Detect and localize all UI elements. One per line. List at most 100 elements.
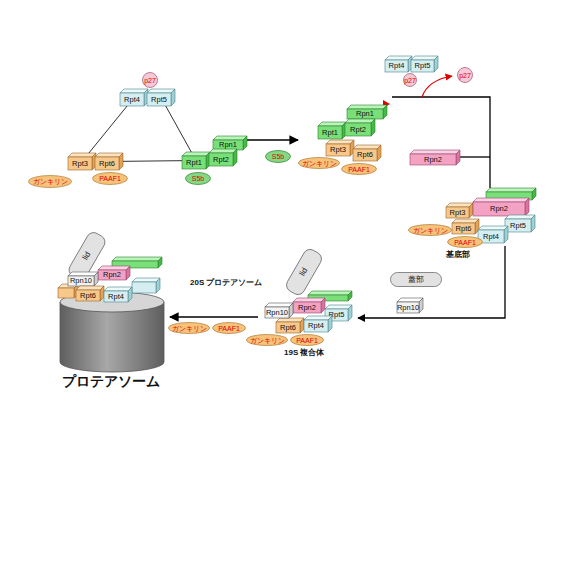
box-front-face (326, 144, 350, 156)
node-label: ガンキリン (302, 160, 337, 167)
subunit-box: Rpt6 (276, 318, 304, 333)
node-label: Rpt6 (456, 225, 472, 233)
oval-outline (404, 74, 417, 87)
node-text-box: Rpt2 (345, 119, 375, 136)
node-text-box: ガンキリン (168, 322, 210, 334)
node-label: Rpt4 (389, 62, 405, 70)
subunit-box: Rpt4 (120, 89, 148, 106)
node-text-box: Rpt4 (478, 226, 508, 243)
subunit-box: Rpt2 (209, 149, 237, 166)
subunit-box: Rpn2 (98, 266, 130, 280)
box-side-face (328, 316, 332, 332)
box-front-face (345, 123, 371, 136)
box-side-face (94, 272, 98, 286)
subunit-box (532, 188, 536, 200)
subunit-box: Rpt2 (345, 119, 375, 136)
node-text-box: Rpt5 (411, 56, 438, 72)
protein-oval: ガンキリン (408, 224, 452, 236)
box-side-face (348, 305, 352, 321)
subunit-box: Rpt3 (446, 203, 473, 218)
annotation-label: 19S 複合体 (284, 349, 324, 358)
box-top-face (104, 287, 132, 291)
protein-oval: PAAF1 (212, 322, 246, 334)
box-front-face (353, 149, 377, 161)
box-front-face (213, 140, 243, 150)
node-text-box: ガンキリン (246, 334, 288, 346)
subunit-box: Rpt5 (505, 215, 535, 232)
box-front-face (265, 307, 289, 318)
subunit-box: Rpt4 (304, 316, 332, 332)
subunit-box: Rpt1 (182, 152, 210, 169)
subunit-box: Rpt6 (95, 153, 123, 170)
protein-oval: ガンキリン (246, 334, 288, 346)
oval-outline (213, 323, 246, 334)
box-side-face (119, 153, 123, 170)
box-front-face (276, 322, 300, 333)
box-top-face (95, 153, 123, 157)
core-particle-cylinder (60, 302, 164, 372)
node-text-box: Rpn10 (68, 272, 98, 286)
node-text-box: PAAF1 (341, 163, 377, 175)
subunit-box: Rpt6 (76, 286, 104, 301)
subunit-box (348, 291, 352, 301)
node-label: 蓋部 (408, 276, 424, 284)
protein-oval: PAAF1 (341, 163, 377, 175)
box-top-face (213, 136, 247, 140)
oval-outline (169, 323, 210, 334)
box-front-face (505, 219, 531, 232)
node-label: Rpt5 (415, 62, 431, 70)
subunit-box: Rpt5 (411, 56, 438, 72)
box-top-face (325, 305, 352, 309)
box-top-face (68, 153, 96, 157)
box-side-face (243, 136, 247, 150)
subunit-box: Rpn10 (68, 272, 98, 286)
protein-oval: ガンキリン (28, 175, 72, 188)
node-label: Rpt3 (450, 209, 466, 217)
node-label: Rpn2 (103, 271, 121, 279)
connector-line (123, 160, 182, 162)
node-text-box: Rpt4 (385, 56, 412, 72)
box-side-face (383, 105, 387, 119)
box-top-face (76, 286, 104, 290)
protein-oval: ガンキリン (168, 322, 210, 334)
box-front-face (120, 93, 144, 106)
subunit-box: Rpt5 (147, 89, 175, 106)
box-side-face (321, 298, 325, 313)
box-side-face (531, 215, 535, 232)
node-label: Rpn2 (298, 304, 316, 312)
node-label: S5b (272, 153, 284, 160)
node-text-box: Rpn1 (213, 136, 247, 150)
box-top-face (276, 318, 304, 322)
oval-outline (458, 68, 473, 83)
node-label: Rpt2 (213, 156, 229, 164)
node-label: PAAF1 (99, 175, 121, 182)
box-front-face (304, 320, 328, 332)
subunit-box (308, 291, 352, 295)
connector-line (166, 106, 192, 152)
box-front-face (209, 153, 233, 166)
subunit-box: Rpt3 (68, 153, 96, 170)
protein-oval: PAAF1 (447, 236, 483, 248)
box-side-face (469, 203, 473, 218)
box-top-face (304, 316, 332, 320)
box-front-face (410, 154, 456, 165)
node-label: Rpn10 (397, 304, 419, 312)
node-label: p27 (459, 72, 471, 79)
oval-outline (247, 335, 288, 346)
box-top-face (478, 226, 508, 230)
box-top-face (98, 266, 130, 270)
node-label: Rpn1 (219, 141, 237, 149)
subunit-box (156, 278, 160, 293)
node-text-box: Rpt6 (452, 219, 479, 234)
subunit-box (158, 257, 162, 268)
node-text-box: 蓋部 (390, 272, 442, 287)
node-text-box: Rpn1 (347, 105, 387, 119)
release-arrow (422, 76, 452, 97)
subunit-box: Rpn1 (213, 136, 247, 150)
annotation-label: プロテアソーム (62, 374, 160, 389)
node-text-box: Rpt1 (182, 152, 210, 169)
protein-oval: S5b (265, 150, 291, 163)
subunit-box: Rpt4 (104, 287, 132, 302)
subunit-box: Rpt3 (326, 140, 354, 156)
